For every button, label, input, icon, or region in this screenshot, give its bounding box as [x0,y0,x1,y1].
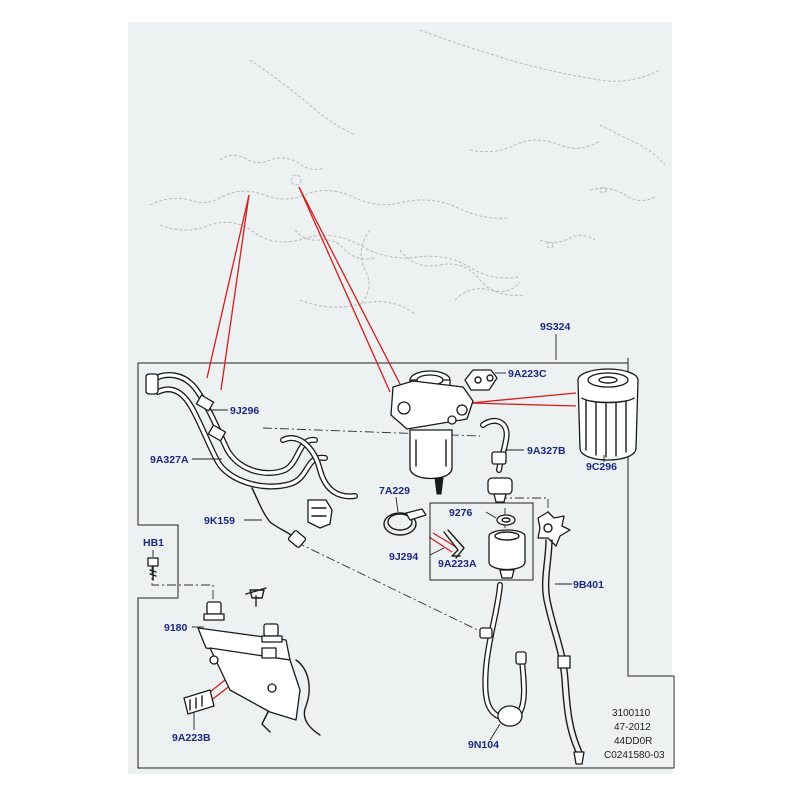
regulator-9A223A [488,529,526,579]
callout-9J294[interactable]: 9J294 [389,551,418,563]
callout-labels: 9S324 9A223C 9J296 9A327B 9C296 9A327A 7… [143,321,617,751]
callout-7A229[interactable]: 7A229 [379,485,410,497]
callout-9A223A[interactable]: 9A223A [438,558,477,570]
clip-9A223B [183,689,215,715]
callout-9A223B[interactable]: 9A223B [172,732,211,744]
callout-9180[interactable]: 9180 [164,622,188,634]
callout-9C296[interactable]: 9C296 [586,461,617,473]
reference-line-4: C0241580-03 [604,750,665,761]
hose-9A327A [280,435,358,500]
ghost-engine-outline [149,29,666,315]
bolt-HB1 [147,557,159,581]
callout-9S324[interactable]: 9S324 [540,321,571,333]
callout-leaders [152,334,605,741]
callout-9A223C[interactable]: 9A223C [508,368,547,380]
clamp-7A229 [383,508,427,536]
callout-9N104[interactable]: 9N104 [468,739,499,751]
hose-9J296 [145,372,328,490]
callout-9K159[interactable]: 9K159 [204,515,235,527]
sensor-9B401 [537,511,585,765]
hose-9K159 [251,487,333,548]
mounting-bracket-9180 [197,587,321,736]
bracket-9J294 [443,529,465,559]
fuel-filter-housing-9S324 [390,369,498,495]
callout-9B401[interactable]: 9B401 [573,579,604,591]
red-leader-lines [199,186,577,706]
filter-element-9C296 [577,368,639,461]
reference-line-2: 47-2012 [614,722,651,733]
reference-block: 3100110 47-2012 44DD0R C0241580-03 [604,708,665,761]
callout-9A327A[interactable]: 9A327A [150,454,189,466]
callout-HB1[interactable]: HB1 [143,537,164,549]
callout-9276[interactable]: 9276 [449,507,473,519]
callout-9J296[interactable]: 9J296 [230,405,259,417]
kit-boundary-frame [137,358,675,769]
hose-9N104 [479,582,527,727]
kit-subbox [429,502,534,581]
hose-9A327B [480,418,513,503]
washer-9276 [496,514,516,526]
callout-9A327B[interactable]: 9A327B [527,445,566,457]
reference-line-1: 3100110 [612,708,651,719]
reference-line-3: 44DD0R [614,736,652,747]
